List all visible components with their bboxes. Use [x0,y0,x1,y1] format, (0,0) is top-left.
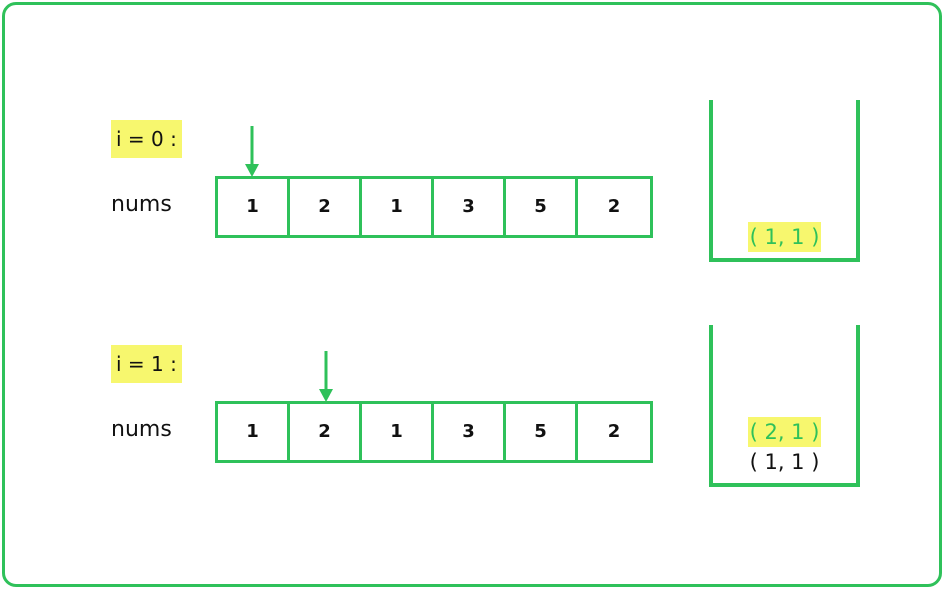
array-cell: 3 [434,179,506,235]
step-label: i = 0 : [111,120,182,158]
step-i-1: i = 1 : nums 1 2 1 3 5 2 ( 2, 1 ) ( 1, 1… [0,225,950,487]
stack-container: ( 1, 1 ) [709,100,860,262]
nums-array: 1 2 1 3 5 2 [215,401,653,463]
array-cell: 1 [218,179,290,235]
array-cell: 2 [290,179,362,235]
array-cell: 5 [506,404,578,460]
array-label: nums [111,192,172,217]
array-cell: 2 [607,421,621,442]
array-cell: 3 [434,404,506,460]
stack-top-item: ( 1, 1 ) [747,222,822,252]
stack-item: ( 1, 1 ) [749,450,820,474]
step-i-0: i = 0 : nums 1 2 1 3 5 2 ( 1, 1 ) [0,0,950,262]
array-cell: 2 [290,404,362,460]
pointer-arrow-icon [245,126,259,177]
nums-array: 1 2 1 3 5 2 [215,176,653,238]
array-cell: 1 [362,179,434,235]
array-cell: 1 [362,404,434,460]
diagram-frame [2,2,942,587]
pointer-arrow-icon [319,351,333,402]
stack-items: ( 2, 1 ) ( 1, 1 ) [713,417,856,477]
array-cell: 5 [506,179,578,235]
array-cell: 1 [218,404,290,460]
array-label: nums [111,417,172,442]
stack-top-item: ( 2, 1 ) [747,417,822,447]
array-cell: 2 [607,196,621,217]
stack-container: ( 2, 1 ) ( 1, 1 ) [709,325,860,487]
step-label: i = 1 : [111,345,182,383]
stack-items: ( 1, 1 ) [713,222,856,252]
